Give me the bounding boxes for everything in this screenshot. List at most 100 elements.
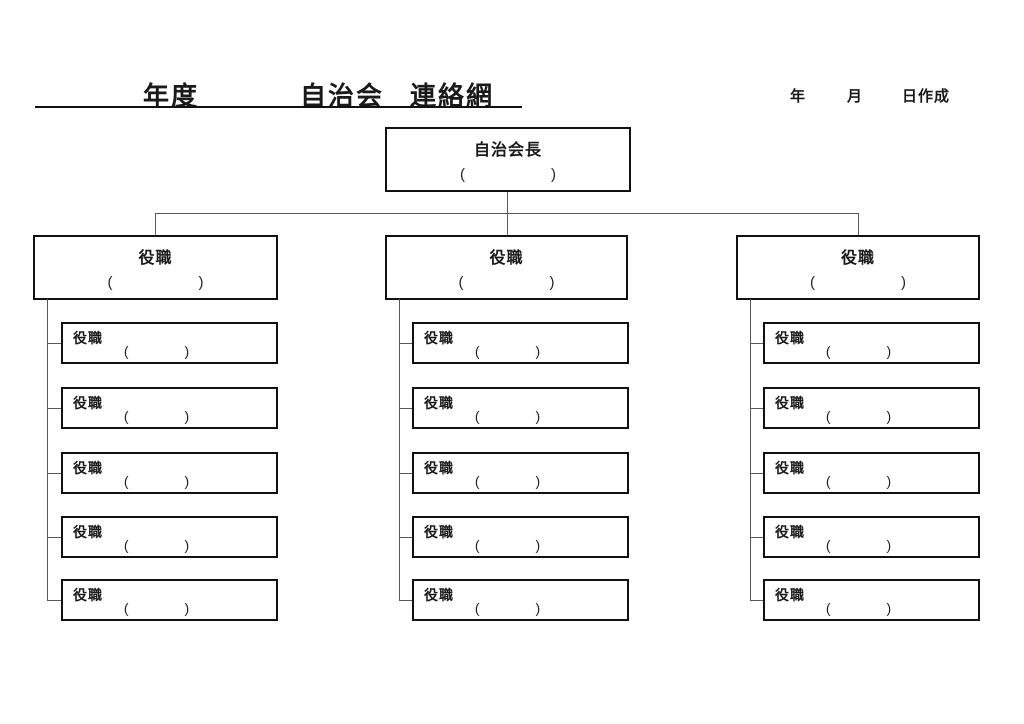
member-box: 役職 () (763, 452, 980, 494)
member-box: 役職 () (61, 322, 278, 364)
paren-open: ( (825, 473, 831, 489)
connector-stub (399, 537, 412, 538)
connector-stub (47, 473, 61, 474)
paren-open: ( (474, 408, 480, 424)
member-name-blank: () (765, 537, 978, 553)
member-label: 役職 (424, 330, 454, 346)
paren-close: ) (198, 274, 204, 291)
paren-close: ) (184, 537, 190, 553)
member-box: 役職 () (763, 516, 980, 558)
paren-open: ( (825, 600, 831, 616)
paren-open: ( (474, 537, 480, 553)
paren-open: ( (825, 537, 831, 553)
member-label: 役職 (424, 524, 454, 540)
paren-close: ) (886, 473, 892, 489)
member-box: 役職 () (763, 579, 980, 621)
connector-spine (750, 299, 751, 600)
connector-spine (47, 299, 48, 600)
member-name-blank: () (63, 343, 276, 359)
member-name-blank: () (765, 600, 978, 616)
paren-open: ( (825, 343, 831, 359)
member-box: 役職 () (763, 322, 980, 364)
connector-drop-left (155, 213, 156, 235)
connector-stub (399, 343, 412, 344)
member-name-blank: () (414, 537, 627, 553)
paren-close: ) (184, 343, 190, 359)
connector-spine (399, 299, 400, 600)
member-name-blank: () (765, 343, 978, 359)
member-name-blank: () (63, 408, 276, 424)
paren-close: ) (549, 274, 555, 291)
member-box: 役職 () (412, 452, 629, 494)
paren-close: ) (551, 166, 556, 183)
connector-drop-right (858, 213, 859, 235)
paren-open: ( (460, 166, 465, 183)
connector-stub (399, 408, 412, 409)
created-year-label: 年 (790, 88, 807, 105)
member-label: 役職 (73, 395, 103, 411)
branch-head-name-blank: () (738, 274, 978, 291)
connector-stub (47, 408, 61, 409)
member-box: 役職 () (61, 579, 278, 621)
paren-open: ( (825, 408, 831, 424)
member-name-blank: () (414, 408, 627, 424)
connector-stub (399, 600, 412, 601)
member-label: 役職 (424, 395, 454, 411)
paren-close: ) (184, 408, 190, 424)
paren-open: ( (123, 343, 129, 359)
member-name-blank: () (765, 408, 978, 424)
branch-head-box: 役職 () (385, 235, 628, 300)
member-label: 役職 (775, 330, 805, 346)
connector-stub (47, 537, 61, 538)
branch-head-name-blank: () (387, 274, 626, 291)
paren-open: ( (474, 600, 480, 616)
paren-open: ( (810, 274, 815, 291)
member-box: 役職 () (412, 579, 629, 621)
connector-stub (750, 600, 763, 601)
connector-stub (750, 473, 763, 474)
member-name-blank: () (63, 600, 276, 616)
member-name-blank: () (63, 537, 276, 553)
member-label: 役職 (775, 587, 805, 603)
branch-head-label: 役職 (138, 250, 173, 267)
paren-close: ) (886, 408, 892, 424)
member-box: 役職 () (763, 387, 980, 429)
paren-close: ) (535, 600, 541, 616)
branch-head-label: 役職 (489, 250, 524, 267)
chairman-label: 自治会長 (473, 142, 542, 159)
connector-stub (750, 343, 763, 344)
paren-close: ) (535, 408, 541, 424)
paren-open: ( (474, 343, 480, 359)
paren-open: ( (123, 600, 129, 616)
member-box: 役職 () (412, 322, 629, 364)
paren-close: ) (901, 274, 906, 291)
chairman-box: 自治会長 () (385, 127, 631, 192)
member-box: 役職 () (61, 516, 278, 558)
member-label: 役職 (73, 460, 103, 476)
member-name-blank: () (63, 473, 276, 489)
paren-open: ( (123, 408, 129, 424)
paren-close: ) (184, 600, 190, 616)
member-label: 役職 (424, 460, 454, 476)
paren-close: ) (184, 473, 190, 489)
connector-stub (750, 408, 763, 409)
title-underline (35, 106, 522, 108)
paren-close: ) (886, 600, 892, 616)
member-label: 役職 (775, 395, 805, 411)
connector-root-drop (507, 192, 508, 213)
member-name-blank: () (765, 473, 978, 489)
member-label: 役職 (73, 587, 103, 603)
created-month-label: 月 (847, 88, 864, 105)
member-label: 役職 (73, 524, 103, 540)
paren-open: ( (474, 473, 480, 489)
connector-stub (47, 600, 61, 601)
branch-head-name-blank: () (35, 274, 276, 291)
created-day-label: 日作成 (902, 88, 951, 105)
paren-close: ) (535, 343, 541, 359)
paren-close: ) (886, 343, 892, 359)
member-label: 役職 (775, 524, 805, 540)
member-name-blank: () (414, 600, 627, 616)
connector-stub (750, 537, 763, 538)
branch-head-label: 役職 (840, 250, 875, 267)
